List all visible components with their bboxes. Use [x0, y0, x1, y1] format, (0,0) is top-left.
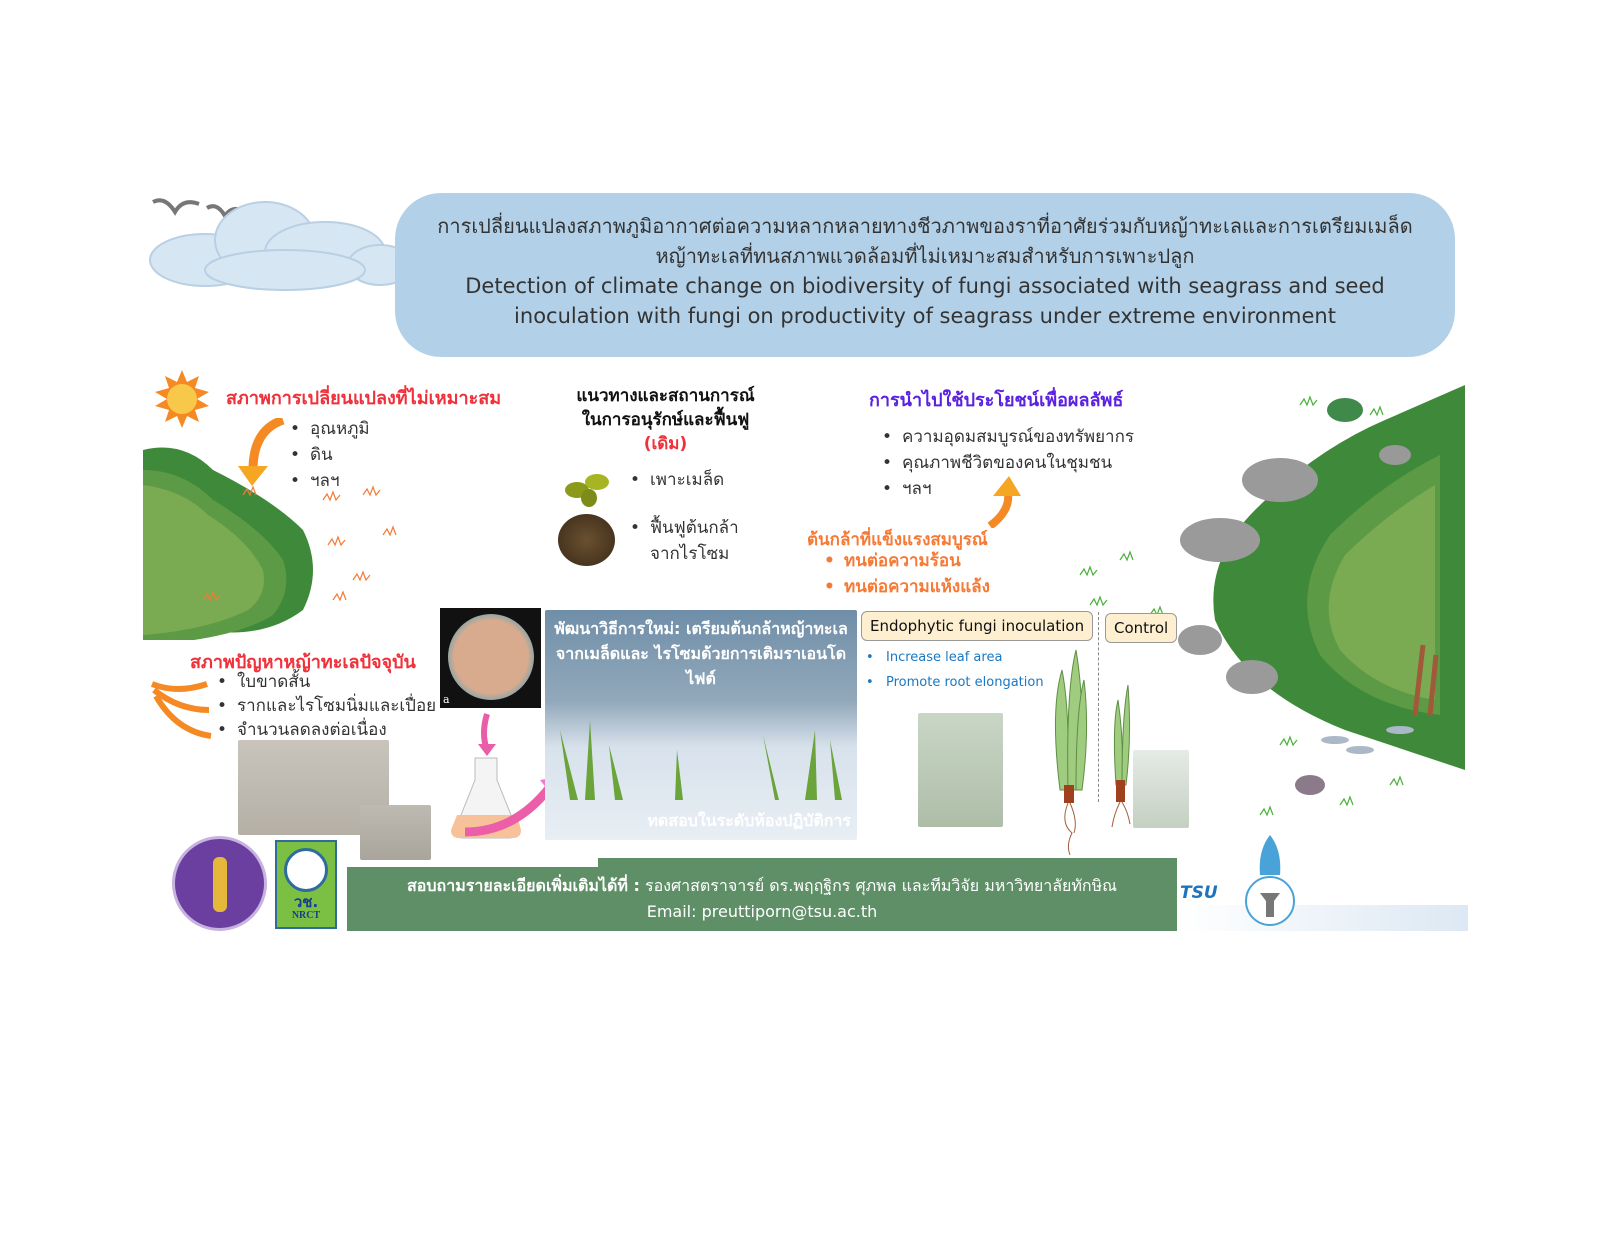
list-item: ใบขาดสั้น — [215, 670, 436, 694]
fungus-culture — [448, 614, 534, 700]
new-method-heading: พัฒนาวิธีการใหม่: เตรียมต้นกล้าหญ้าทะเลจ… — [554, 619, 848, 688]
list-item: Increase leaf area — [864, 645, 1044, 670]
ministry-logo — [172, 836, 267, 931]
current-problems-list: ใบขาดสั้น รากและไรโซมนิ่มและเปื่อย จำนวน… — [215, 670, 436, 742]
list-item: คุณภาพชีวิตของคนในชุมชน — [880, 450, 1134, 476]
list-item: ดิน — [288, 442, 370, 468]
university-emblem-logo — [1245, 835, 1295, 926]
applications-list: ความอุดมสมบูรณ์ของทรัพยากร คุณภาพชีวิตขอ… — [880, 424, 1134, 502]
turtle-icon — [1327, 398, 1363, 422]
item-line1: ฟื้นฟูต้นกล้า — [650, 518, 739, 538]
list-item: ความอุดมสมบูรณ์ของทรัพยากร — [880, 424, 1134, 450]
contact-email[interactable]: Email: preuttiporn@tsu.ac.th — [646, 902, 878, 921]
list-item: Promote root elongation — [864, 670, 1044, 695]
current-problems-heading: สภาพปัญหาหญ้าทะเลปัจจุบัน — [190, 652, 416, 673]
control-seedling-photo — [1133, 750, 1189, 828]
crab-icon — [1295, 775, 1325, 795]
list-item: เพาะเมล็ด — [628, 467, 739, 493]
conservation-heading-line1: แนวทางและสถานการณ์ — [576, 386, 755, 406]
title-thai-line1: การเปลี่ยนแปลงสภาพภูมิอากาศต่อความหลากหล… — [437, 214, 1413, 238]
seedling-comparison-drawing — [1054, 649, 1131, 856]
tsu-logo: TSU — [1180, 883, 1218, 903]
contact-label: สอบถามรายละเอียดเพิ่มเติมได้ที่ : — [407, 876, 640, 895]
pink-arrow-curve-icon — [464, 784, 554, 837]
dugong-icon — [1178, 458, 1318, 694]
list-item: จำนวนลดลงต่อเนื่อง — [215, 718, 436, 742]
clouds-birds-illustration — [149, 198, 413, 291]
cloud-icon — [149, 201, 413, 291]
control-label: Control — [1105, 613, 1178, 643]
lab-test-caption: ทดสอบในระดับห้องปฏิบัติการ — [647, 811, 851, 830]
petri-dish-photo: a — [440, 608, 541, 708]
unsuitable-changes-list: อุณหภูมิ ดิน ฯลฯ — [288, 416, 370, 494]
list-item: ทนต่อความร้อน — [822, 548, 990, 574]
nrct-logo: วช. NRCT — [275, 840, 337, 929]
fish-icon — [1321, 726, 1414, 754]
list-item: ฯลฯ — [288, 468, 370, 494]
logo-emblem — [213, 857, 227, 912]
lab-seedlings-photo: พัฒนาวิธีการใหม่: เตรียมต้นกล้าหญ้าทะเลจ… — [545, 610, 857, 840]
orange-arrows-icon — [150, 681, 212, 739]
title-thai-line2: หญ้าทะเลที่ทนสภาพแวดล้อมที่ไม่เหมาะสมสำห… — [655, 244, 1195, 268]
conservation-tag: (เดิม) — [643, 434, 688, 454]
treatment-label: Endophytic fungi inoculation — [861, 611, 1094, 641]
sun-icon — [155, 370, 209, 428]
list-item: อุณหภูมิ — [288, 416, 370, 442]
strong-seedlings-list: ทนต่อความร้อน ทนต่อความแห้งแล้ง — [822, 548, 990, 600]
nrct-en: NRCT — [291, 910, 321, 921]
orange-arrow-up-icon — [987, 476, 1021, 528]
list-item: ทนต่อความแห้งแล้ง — [822, 574, 990, 600]
applications-heading: การนำไปใช้ประโยชน์เพื่อผลลัพธ์ — [869, 390, 1124, 411]
divider — [1098, 612, 1099, 802]
contact-footer: สอบถามรายละเอียดเพิ่มเติมได้ที่ : รองศาส… — [347, 867, 1177, 931]
strong-seedlings-heading: ต้นกล้าที่แข็งแรงสมบูรณ์ — [807, 530, 988, 550]
inoculated-seedling-photo — [918, 713, 1003, 827]
seedlings-graphic — [560, 720, 842, 800]
orange-arrow-down-icon — [238, 418, 285, 486]
list-item: ฯลฯ — [880, 476, 1134, 502]
left-coast-illustration — [143, 447, 397, 640]
rhizome-image — [558, 514, 615, 566]
nrct-emblem — [284, 848, 328, 892]
item-line2: จากไรโซม — [650, 544, 730, 564]
conservation-heading: แนวทางและสถานการณ์ ในการอนุรักษ์และฟื้นฟ… — [548, 384, 783, 456]
title-banner: การเปลี่ยนแปลงสภาพภูมิอากาศต่อความหลากหล… — [395, 193, 1455, 357]
water-strip — [1178, 905, 1468, 931]
right-coast-illustration — [1079, 385, 1465, 817]
list-item: รากและไรโซมนิ่มและเปื่อย — [215, 694, 436, 718]
damaged-seagrass-photo-small — [360, 805, 431, 860]
benefits-list: Increase leaf area Promote root elongati… — [864, 645, 1044, 695]
conservation-heading-line2: ในการอนุรักษ์และฟื้นฟู — [581, 410, 750, 430]
shell-icon — [1379, 445, 1411, 465]
petri-label: a — [443, 693, 450, 706]
unsuitable-changes-heading: สภาพการเปลี่ยนแปลงที่ไม่เหมาะสม — [226, 388, 502, 409]
contact-name: รองศาสตราจารย์ ดร.พฤฤฐิกร ศุภพล และทีมวิ… — [644, 876, 1117, 895]
seed-icon — [565, 474, 609, 507]
title-en-line2: inoculation with fungi on productivity o… — [514, 304, 1336, 328]
title-en-line1: Detection of climate change on biodivers… — [465, 274, 1385, 298]
nrct-thai: วช. — [293, 893, 319, 911]
